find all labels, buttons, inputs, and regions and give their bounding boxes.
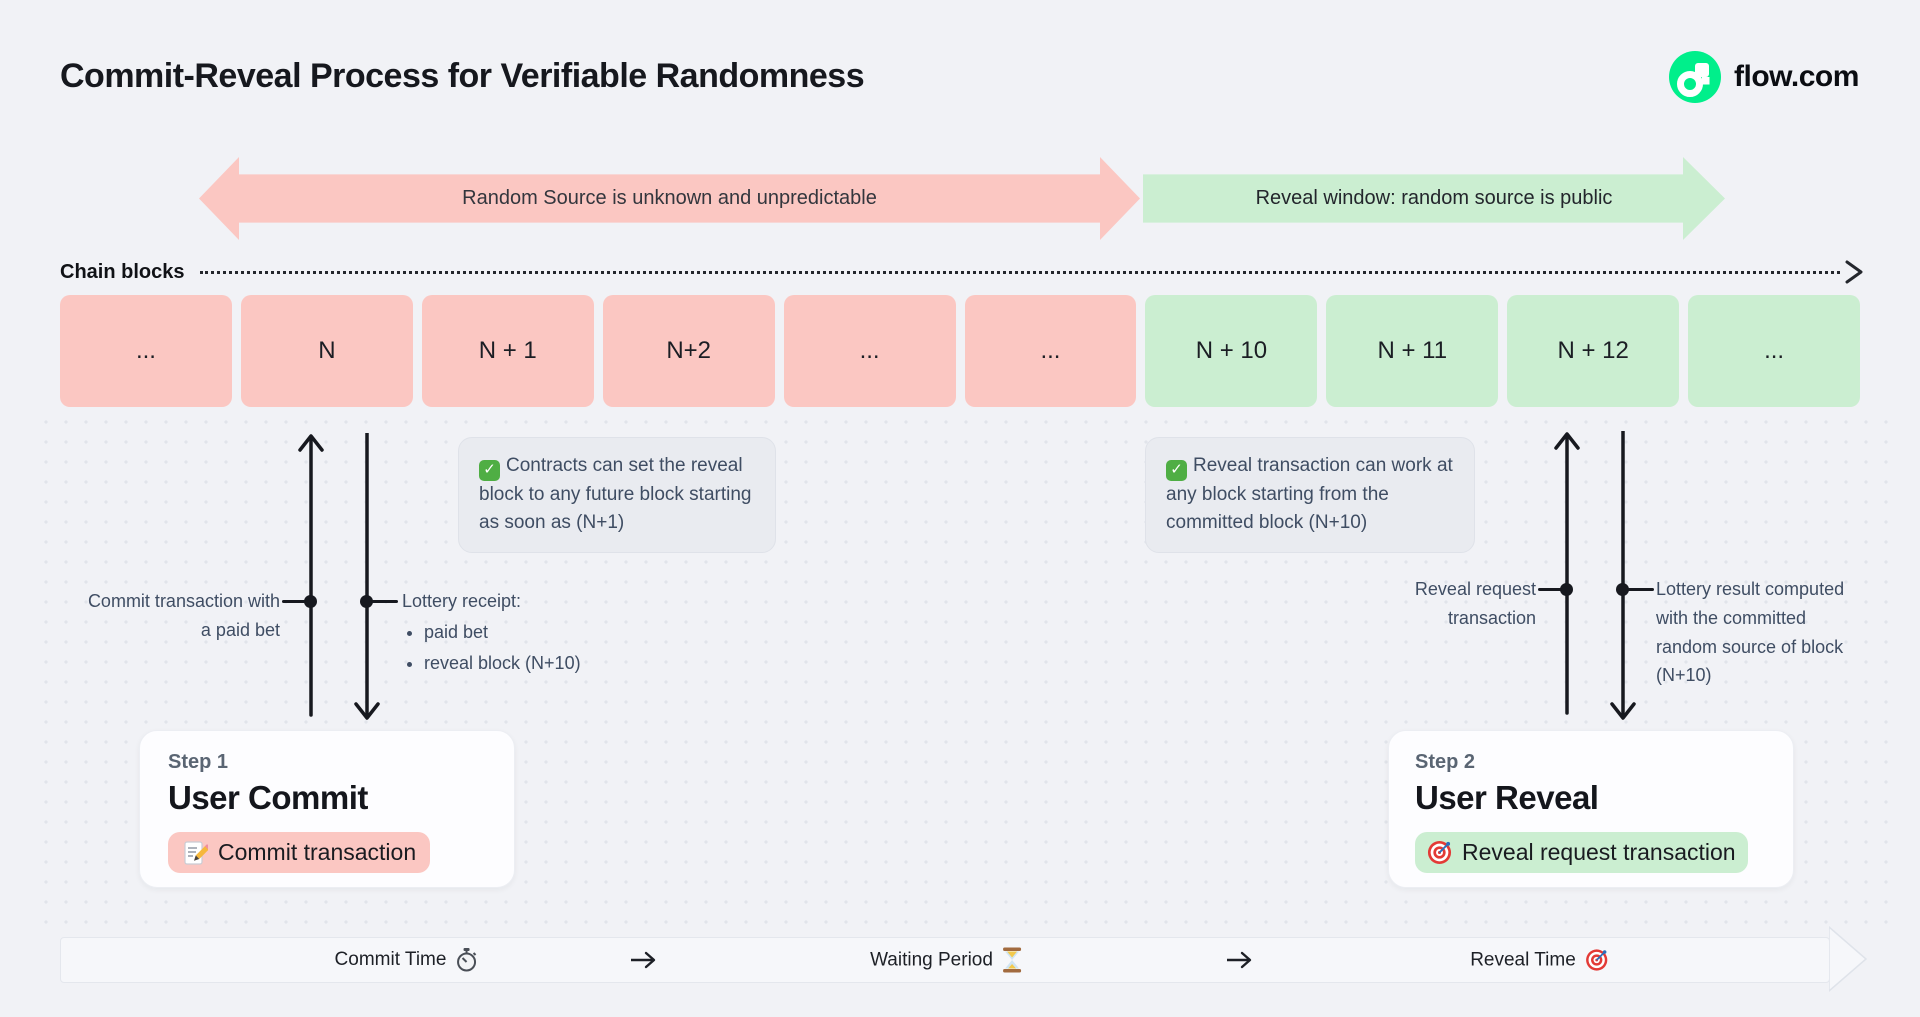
chain-block: N + 11 [1326, 295, 1499, 407]
chain-block: ... [1688, 295, 1861, 407]
target-icon [1585, 949, 1607, 971]
block-label: ... [859, 337, 880, 364]
page-title: Commit-Reveal Process for Verifiable Ran… [60, 57, 865, 95]
connector-dot [360, 595, 373, 608]
result-down-arrow [1610, 431, 1636, 720]
connector-dot [1616, 583, 1629, 596]
reveal-window-arrow: Reveal window: random source is public [1143, 157, 1725, 240]
block-label: N + 11 [1377, 337, 1448, 364]
flow-logo-icon [1669, 51, 1721, 103]
step2-title: User Reveal [1415, 779, 1599, 816]
memo-icon [184, 840, 208, 865]
chain-blocks-label: Chain blocks [60, 261, 185, 283]
step1-kicker: Step 1 [168, 751, 229, 773]
connector-dot [304, 595, 317, 608]
chain-block: N [240, 295, 413, 407]
block-label: N + 12 [1557, 337, 1629, 364]
receipt-bullet: reveal block (N+10) [424, 649, 642, 678]
timeline-end-chevron [1829, 926, 1868, 992]
reveal-request-pill: Reveal request transaction [1415, 832, 1748, 873]
unknown-period-arrow: Random Source is unknown and unpredictab… [199, 157, 1140, 240]
block-label: ... [1040, 337, 1061, 364]
block-label: N + 10 [1195, 337, 1268, 364]
chain-block: N + 10 [1145, 295, 1318, 407]
connector-dot [1560, 583, 1573, 596]
timeline-commit-time: Commit Time [335, 948, 478, 972]
chain-arrow-icon [1845, 260, 1863, 284]
chain-block: ... [964, 295, 1137, 407]
reveal-request-callout: Reveal request transaction [1414, 579, 1536, 628]
connector-line [1627, 588, 1654, 591]
check-icon: ✓ [1166, 459, 1187, 481]
timeline-waiting-period: Waiting Period [870, 947, 1022, 973]
flow-brand[interactable]: flow.com [1668, 50, 1859, 104]
reveal-window-note: ✓Reveal transaction can work at any bloc… [1145, 437, 1475, 553]
lottery-receipt-title: Lottery receipt: [402, 591, 522, 611]
connector-line [1538, 588, 1562, 591]
chain-block: N+2 [602, 295, 775, 407]
block-label: ... [1764, 337, 1785, 364]
stopwatch-icon [456, 948, 477, 972]
block-label: N [318, 337, 336, 364]
chain-block: ... [60, 295, 232, 407]
chain-block: ... [783, 295, 956, 407]
commit-window-note: ✓Contracts can set the reveal block to a… [458, 437, 776, 553]
step1-title: User Commit [168, 779, 368, 816]
receipt-bullet: paid bet [424, 618, 642, 647]
unknown-period-label: Random Source is unknown and unpredictab… [462, 187, 877, 209]
lottery-receipt-callout: Lottery receipt: paid bet reveal block (… [402, 587, 642, 679]
chain-blocks-row: ... N N + 1 N+2 ... ... N + 10 N + 11 N … [60, 295, 1861, 407]
chain-dotted-line [200, 271, 1840, 274]
block-label: N+2 [666, 337, 712, 364]
block-label: ... [135, 337, 156, 364]
receipt-down-arrow [354, 433, 380, 720]
timeline-arrow-icon [1224, 951, 1254, 969]
commit-transaction-callout: Commit transaction with a paid bet [87, 591, 280, 640]
commit-time-label: Commit Time [334, 949, 447, 970]
target-icon [1427, 840, 1452, 865]
reveal-window-label: Reveal window: random source is public [1255, 187, 1613, 209]
step2-kicker: Step 2 [1415, 751, 1476, 773]
timeline-reveal-time: Reveal Time [1470, 949, 1608, 972]
timeline-arrow-icon [628, 951, 658, 969]
reveal-up-arrow [1554, 432, 1580, 715]
commit-window-note-text: Contracts can set the reveal block to an… [479, 455, 752, 534]
check-icon: ✓ [479, 459, 500, 481]
connector-line [371, 600, 398, 603]
timeline-bar: Commit Time Waiting Period [60, 937, 1830, 983]
waiting-period-label: Waiting Period [870, 949, 993, 970]
block-label: N + 1 [478, 337, 537, 364]
commit-transaction-pill-label: Commit transaction [218, 839, 417, 865]
step2-card: Step 2 User Reveal Reveal request transa… [1388, 730, 1794, 888]
chain-block: N + 1 [421, 295, 594, 407]
commit-up-arrow [298, 434, 324, 717]
brand-text: flow.com [1734, 60, 1859, 93]
step1-card: Step 1 User Commit Commit transaction [139, 730, 515, 888]
lottery-result-callout: Lottery result computed with the committ… [1656, 579, 1845, 686]
connector-line [282, 600, 306, 603]
reveal-request-pill-label: Reveal request transaction [1462, 839, 1736, 865]
commit-transaction-pill: Commit transaction [168, 832, 431, 873]
reveal-time-label: Reveal Time [1470, 949, 1576, 970]
reveal-window-note-text: Reveal transaction can work at any block… [1166, 455, 1453, 534]
chain-block: N + 12 [1507, 295, 1680, 407]
hourglass-icon [1002, 947, 1021, 973]
